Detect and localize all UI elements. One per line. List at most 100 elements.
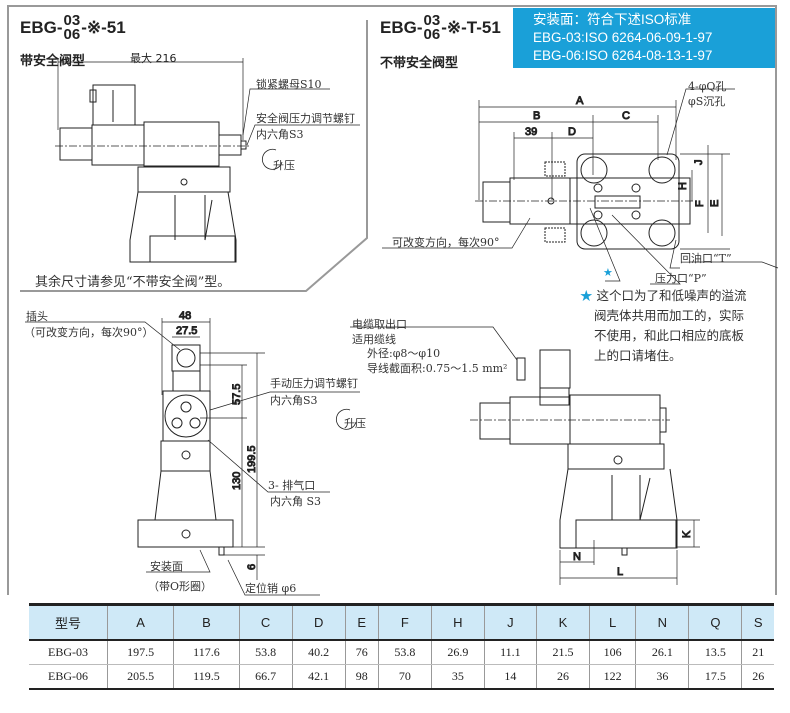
model-cell: EBG-06: [29, 664, 108, 690]
plug-note: （可改变方向，每次90°）: [24, 326, 154, 339]
iso-line: EBG-03:ISO 6264-06-09-1-97: [533, 30, 713, 45]
col-header: S: [741, 603, 774, 641]
oring-label: （带O形圈）: [148, 580, 213, 593]
title-prefix: EBG-: [20, 18, 63, 37]
size-06: 06: [423, 26, 441, 43]
iso-line: 安装面：符合下述ISO标准: [533, 12, 692, 27]
size-06: 06: [63, 26, 81, 43]
value-cell: 106: [588, 640, 636, 665]
return-port-label: 回油口“T”: [680, 252, 732, 265]
lock-nut-label: 锁紧螺母S10: [256, 78, 322, 91]
value-cell: 53.8: [377, 640, 432, 665]
max-dimension-label: 最大 216: [130, 52, 177, 65]
value-cell: 21: [741, 640, 774, 665]
mount-face-label: 安装面: [150, 560, 183, 573]
dim-B: B: [533, 110, 540, 122]
manual-hex-label: 内六角S3: [270, 394, 318, 407]
dim-K: K: [681, 530, 693, 538]
value-cell: 26: [535, 664, 590, 690]
dim-N: N: [573, 551, 581, 563]
table-header-row: 型号 A B C D E F H J K L N Q S: [29, 603, 774, 641]
dim-F: F: [694, 200, 706, 207]
value-cell: 21.5: [535, 640, 590, 665]
dim-C: C: [622, 110, 630, 122]
value-cell: 76: [344, 640, 379, 665]
locating-pin-label: 定位销 φ6: [245, 582, 297, 595]
pressure-up-label: 升压: [273, 159, 295, 172]
value-cell: 117.6: [173, 640, 240, 665]
pressure-port-label: 压力口“P”: [655, 272, 707, 285]
dim-J: J: [693, 160, 705, 166]
value-cell: 40.2: [291, 640, 346, 665]
model-cell: EBG-03: [29, 640, 108, 665]
col-header: 型号: [29, 603, 108, 641]
valve-without-relief-top-view: [382, 88, 779, 285]
note-line: 不使用，和此口相应的底板: [594, 328, 745, 343]
value-cell: 66.7: [238, 664, 293, 690]
value-cell: 122: [588, 664, 636, 690]
size-03: 03: [423, 12, 441, 29]
note-line: 阀壳体共用而加工的，实际: [594, 308, 745, 323]
dim-H: H: [677, 182, 689, 190]
value-cell: 98: [344, 664, 379, 690]
value-cell: 26: [741, 664, 774, 690]
col-header: L: [588, 603, 636, 641]
rotate-note: 可改变方向，每次90°: [392, 236, 500, 249]
footnote: 其余尺寸请参见“不带安全阀”型。: [35, 275, 231, 290]
col-header: D: [291, 603, 346, 641]
col-header: Q: [688, 603, 742, 641]
dim-48: 48: [179, 310, 191, 322]
dim-6: 6: [246, 564, 258, 570]
relief-screw-label: 安全阀压力调节螺钉: [256, 112, 355, 125]
dim-27-5: 27.5: [176, 325, 197, 337]
col-header: A: [106, 603, 174, 641]
valve-with-relief-side-view: [55, 58, 360, 263]
col-header: F: [377, 603, 432, 641]
col-header: K: [535, 603, 590, 641]
value-cell: 35: [430, 664, 485, 690]
col-header: B: [173, 603, 240, 641]
dim-130: 130: [231, 472, 243, 490]
title-prefix: EBG-: [380, 18, 423, 37]
dim-A: A: [576, 95, 584, 107]
iso-line: EBG-06:ISO 6264-08-13-1-97: [533, 48, 713, 63]
col-header: E: [344, 603, 379, 641]
value-cell: 205.5: [106, 664, 174, 690]
title-suffix: -※-T-51: [441, 18, 501, 37]
value-cell: 26.1: [635, 640, 689, 665]
dim-L: L: [617, 566, 623, 578]
value-cell: 26.9: [430, 640, 485, 665]
manual-screw-label: 手动压力调节螺钉: [270, 377, 358, 390]
cable-outlet-label: 电缆取出口: [352, 318, 407, 331]
value-cell: 53.8: [238, 640, 293, 665]
value-cell: 119.5: [173, 664, 240, 690]
value-cell: 36: [635, 664, 689, 690]
plug-label: 插头: [26, 310, 48, 323]
dim-199-5: 199.5: [246, 445, 258, 473]
value-cell: 42.1: [291, 664, 346, 690]
size-03: 03: [63, 12, 81, 29]
iso-standard-box: 安装面：符合下述ISO标准 EBG-03:ISO 6264-06-09-1-97…: [513, 8, 775, 68]
wire-area-label: 导线截面积:0.75～1.5 mm²: [367, 362, 508, 375]
title-suffix: -※-51: [81, 18, 126, 37]
dim-57-5: 57.5: [231, 384, 243, 405]
value-cell: 197.5: [106, 640, 174, 665]
valve-side-view: [350, 326, 700, 585]
cable-label: 适用缆线: [352, 333, 396, 346]
value-cell: 70: [377, 664, 432, 690]
note-line: 上的口请堵住。: [594, 348, 682, 363]
star-icon: ★: [580, 288, 593, 303]
outer-diameter-label: 外径:φ8～φ10: [367, 347, 441, 360]
port-note: ★ 这个口为了和低噪声的溢流 阀壳体共用而加工的，实际 不使用，和此口相应的底板…: [580, 286, 747, 366]
value-cell: 13.5: [688, 640, 742, 665]
pressure-up-label-2: 升压: [344, 417, 366, 430]
dim-39: 39: [525, 126, 537, 138]
vent-hex-label: 内六角 S3: [270, 495, 322, 508]
col-header: N: [635, 603, 689, 641]
